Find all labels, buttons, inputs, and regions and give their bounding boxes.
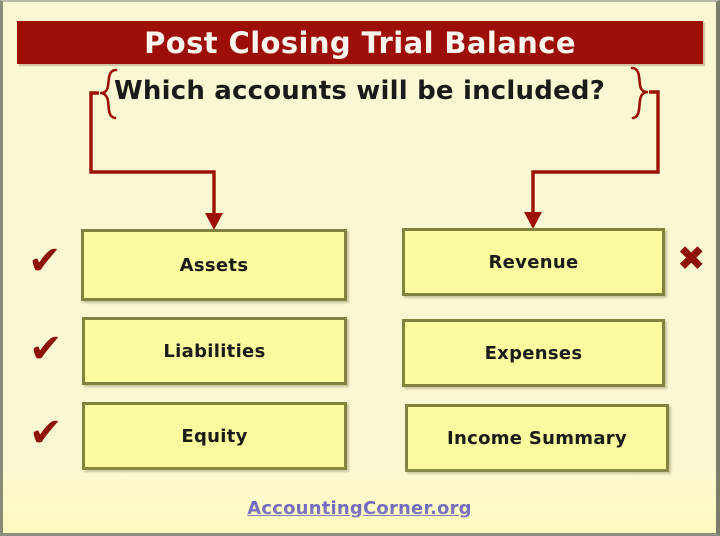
account-box-income-summary[interactable]: Income Summary <box>405 404 669 472</box>
page-title: Post Closing Trial Balance <box>144 25 576 60</box>
account-box-equity[interactable]: Equity <box>82 402 347 470</box>
account-box-label: Revenue <box>488 251 579 273</box>
account-box-label: Income Summary <box>446 427 628 449</box>
check-mark-icon-liabilities: ✔ <box>29 326 63 372</box>
left-arrowhead-icon <box>205 213 223 230</box>
right-connector-line <box>531 90 660 214</box>
account-box-assets[interactable]: Assets <box>81 229 347 301</box>
check-mark-icon-equity: ✔ <box>29 410 63 456</box>
x-mark-icon-revenue: ✖ <box>677 239 706 279</box>
account-box-label: Expenses <box>484 342 583 364</box>
account-box-expenses[interactable]: Expenses <box>402 319 665 387</box>
account-box-label: Assets <box>179 254 249 276</box>
title-bar: Post Closing Trial Balance <box>17 21 703 64</box>
check-mark-icon-assets: ✔ <box>28 238 62 284</box>
account-box-liabilities[interactable]: Liabilities <box>82 317 347 385</box>
site-link[interactable]: AccountingCorner.org <box>247 498 472 519</box>
right-arrowhead-icon <box>524 212 542 229</box>
account-box-revenue[interactable]: Revenue <box>402 228 665 296</box>
footer: AccountingCorner.org <box>3 498 716 519</box>
left-connector-line <box>89 91 216 215</box>
subtitle-question: Which accounts will be included? <box>114 76 605 106</box>
account-box-label: Equity <box>181 425 248 447</box>
account-box-label: Liabilities <box>163 340 266 362</box>
